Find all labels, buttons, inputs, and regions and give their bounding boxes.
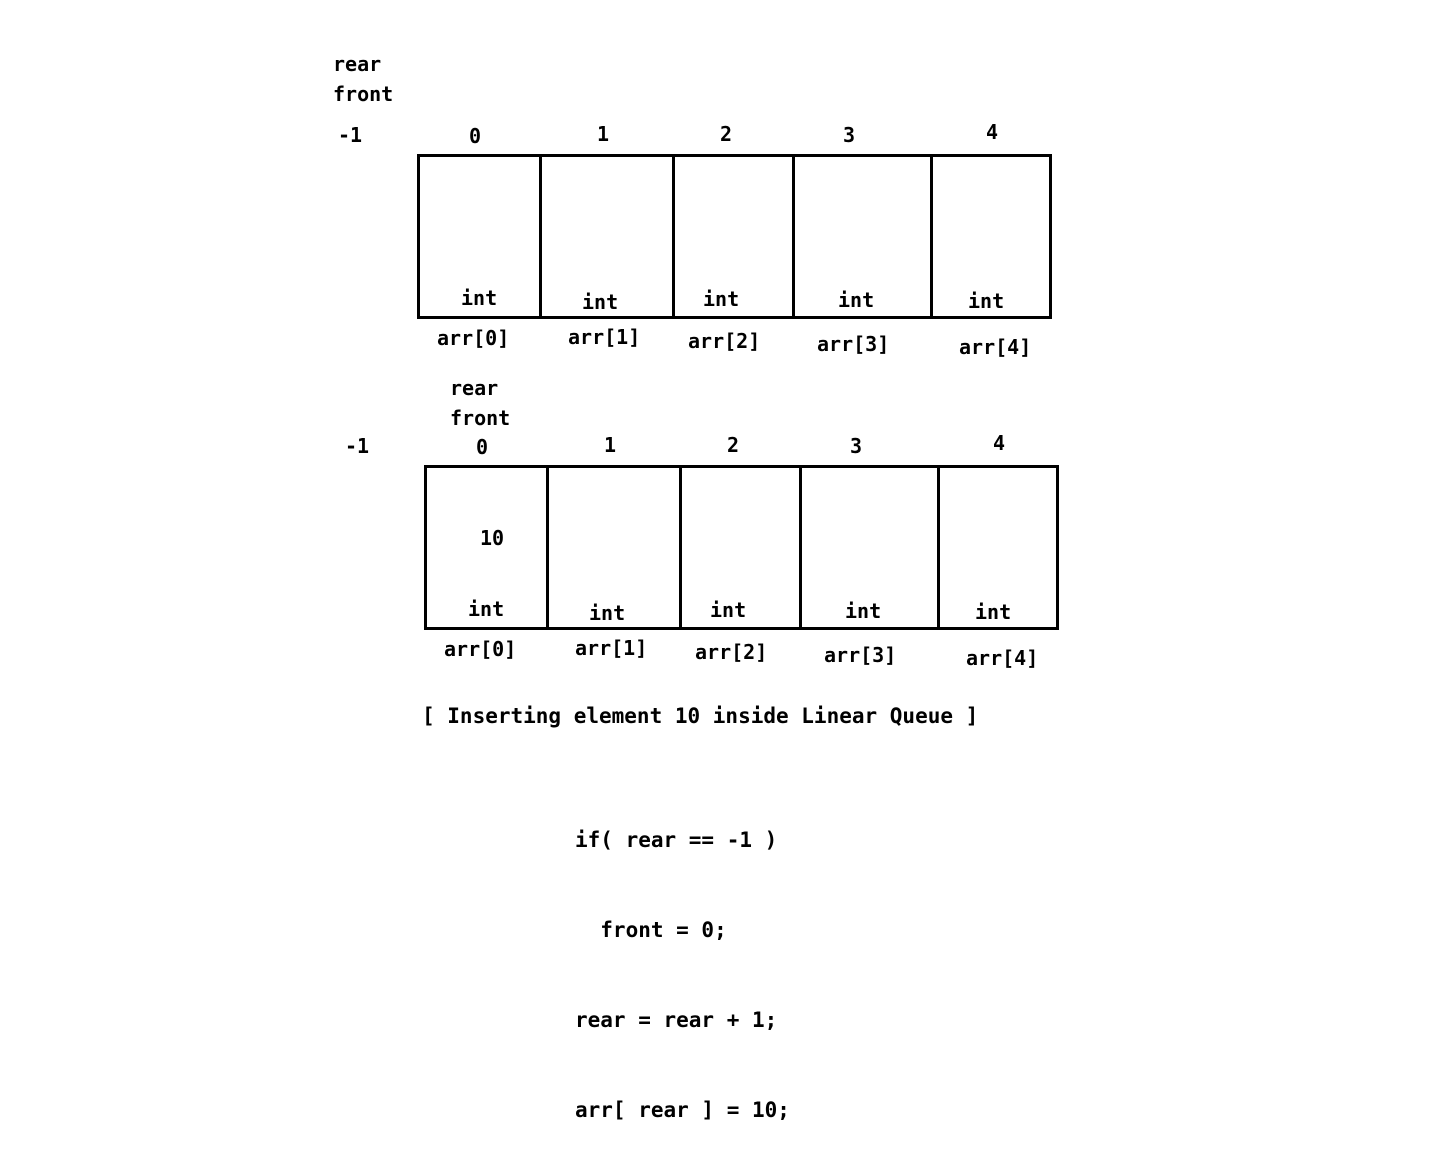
diagram-caption: [ Inserting element 10 inside Linear Que…: [422, 704, 979, 728]
array-element-name: arr[3]: [824, 643, 897, 667]
cell-type-label: int: [838, 288, 875, 312]
cell-type-label: int: [703, 287, 740, 311]
cell-divider: [930, 154, 933, 319]
array-element-name: arr[4]: [959, 335, 1032, 359]
index-label-2: 2: [727, 433, 740, 457]
code-line: if( rear == -1 ): [575, 828, 778, 852]
array-element-name: arr[0]: [444, 637, 517, 661]
cell-type-label: int: [968, 289, 1005, 313]
index-label-3: 3: [843, 123, 856, 147]
minus-one-index: -1: [345, 434, 370, 458]
cell-value: 10: [480, 526, 505, 550]
array-element-name: arr[1]: [568, 325, 641, 349]
code-line: front = 0;: [575, 918, 727, 942]
cell-divider: [546, 465, 549, 630]
index-label-1: 1: [604, 433, 617, 457]
cell-type-label: int: [845, 599, 882, 623]
minus-one-index: -1: [338, 123, 363, 147]
array-element-name: arr[1]: [575, 636, 648, 660]
index-label-0: 0: [476, 435, 489, 459]
array-element-name: arr[2]: [695, 640, 768, 664]
cell-type-label: int: [582, 290, 619, 314]
index-label-4: 4: [993, 431, 1006, 455]
index-label-3: 3: [850, 434, 863, 458]
rear-pointer-label: rear: [450, 376, 499, 400]
cell-divider: [799, 465, 802, 630]
code-line: rear = rear + 1;: [575, 1008, 778, 1032]
rear-pointer-label: rear: [333, 52, 382, 76]
cell-divider: [937, 465, 940, 630]
array-box: [417, 154, 1052, 319]
cell-type-label: int: [461, 286, 498, 310]
code-block: if( rear == -1 ) front = 0; rear = rear …: [575, 765, 790, 1155]
cell-type-label: int: [710, 598, 747, 622]
cell-type-label: int: [975, 600, 1012, 624]
code-line: arr[ rear ] = 10;: [575, 1098, 790, 1122]
cell-divider: [672, 154, 675, 319]
array-element-name: arr[4]: [966, 646, 1039, 670]
index-label-1: 1: [597, 122, 610, 146]
array-box: [424, 465, 1059, 630]
index-label-0: 0: [469, 124, 482, 148]
cell-divider: [539, 154, 542, 319]
array-element-name: arr[2]: [688, 329, 761, 353]
array-element-name: arr[0]: [437, 326, 510, 350]
array-element-name: arr[3]: [817, 332, 890, 356]
cell-type-label: int: [468, 597, 505, 621]
cell-type-label: int: [589, 601, 626, 625]
index-label-2: 2: [720, 122, 733, 146]
front-pointer-label: front: [450, 406, 511, 430]
cell-divider: [679, 465, 682, 630]
cell-divider: [792, 154, 795, 319]
index-label-4: 4: [986, 120, 999, 144]
front-pointer-label: front: [333, 82, 394, 106]
